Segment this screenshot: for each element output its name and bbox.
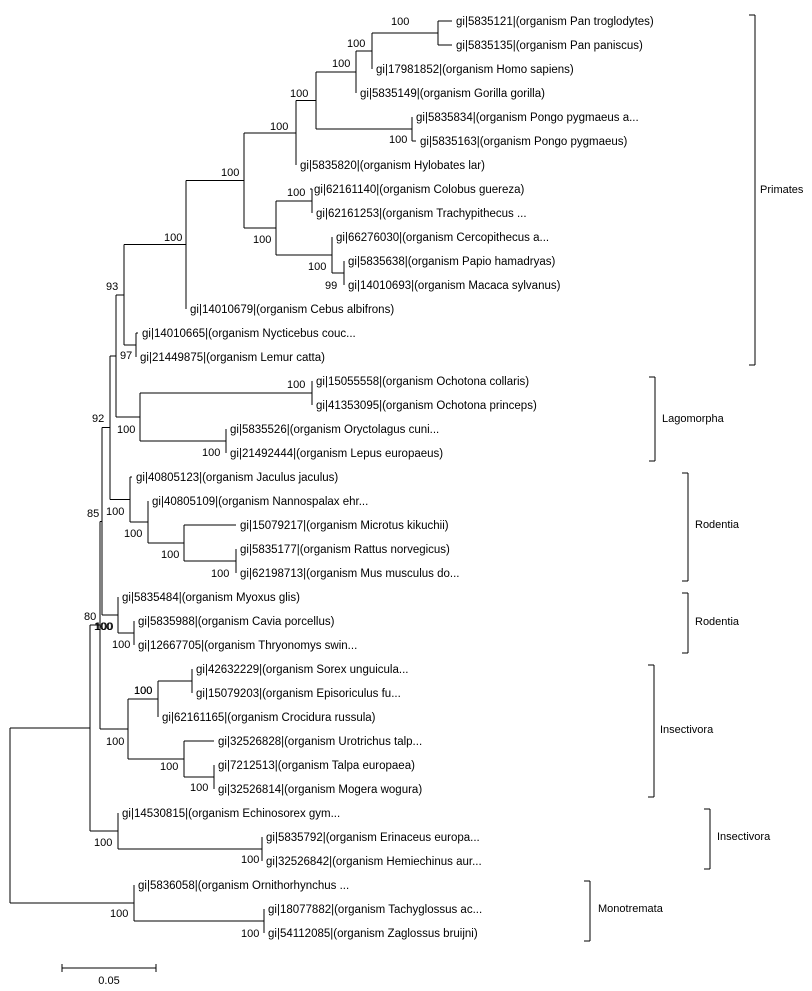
leaf-label: gi|12667705|(organism Thryonomys swin...	[138, 640, 357, 652]
bootstrap-rodentia2: 100	[94, 621, 112, 633]
bootstrap-great_apes: 100	[290, 88, 308, 100]
group-label-primates: Primates	[760, 184, 804, 196]
bootstrap-monotremata: 100	[110, 908, 128, 920]
leaf-label: gi|5835792|(organism Erinaceus europa...	[266, 832, 480, 844]
leaf-label: gi|5835149|(organism Gorilla gorilla)	[360, 88, 545, 100]
leaf-label: gi|32526828|(organism Urotrichus talp...	[218, 736, 422, 748]
bootstrap-murinae: 100	[211, 568, 229, 580]
leaf-label: gi|5835820|(organism Hylobates lar)	[300, 160, 485, 172]
leaf-label: gi|21492444|(organism Lepus europaeus)	[230, 448, 443, 460]
leaf-label: gi|5835988|(organism Cavia porcellus)	[138, 616, 335, 628]
bootstrap-strepsirrhini: 97	[120, 350, 132, 362]
leaf-label: gi|5835834|(organism Pongo pygmaeus a...	[416, 112, 639, 124]
leaf-label: gi|5836058|(organism Ornithorhynchus ...	[138, 880, 349, 892]
scale-bar-label: 0.05	[98, 975, 119, 987]
bootstrap-erinaceidae: 100	[94, 837, 112, 849]
bootstrap-ochotona: 100	[287, 379, 305, 391]
bootstrap-cavia_thryonomys: 100	[112, 639, 130, 651]
bootstrap-hemiechinus_erinaceus: 100	[241, 854, 259, 866]
bootstrap-soricidae_all: 100	[134, 685, 152, 697]
bootstrap-talpidae: 100	[160, 761, 178, 773]
bootstrap-myomorpha: 100	[124, 528, 142, 540]
leaf-label: gi|17981852|(organism Homo sapiens)	[376, 64, 574, 76]
leaf-label: gi|62161165|(organism Crocidura russula)	[162, 712, 376, 724]
bootstrap-primates: 93	[106, 281, 118, 293]
leaf-label: gi|5835121|(organism Pan troglodytes)	[456, 16, 654, 28]
bootstrap-catarrhini: 100	[221, 167, 239, 179]
bootstrap-soricidae: 100	[134, 685, 152, 697]
leaf-label: gi|66276030|(organism Cercopithecus a...	[336, 232, 549, 244]
bootstrap-zaglossus_tachyglossus: 100	[241, 928, 259, 940]
leaf-label: gi|41353095|(organism Ochotona princeps)	[316, 400, 537, 412]
leaf-label: gi|14010693|(organism Macaca sylvanus)	[348, 280, 561, 292]
leaf-label: gi|14010665|(organism Nycticebus couc...	[142, 328, 356, 340]
leaf-label: gi|15079203|(organism Episoriculus fu...	[196, 688, 401, 700]
leaf-label: gi|14010679|(organism Cebus albifrons)	[190, 304, 394, 316]
group-label-rodentia_a: Rodentia	[695, 519, 740, 531]
leaf-label: gi|18077882|(organism Tachyglossus ac...	[268, 904, 482, 916]
bootstrap-papio_macaca: 99	[325, 280, 337, 292]
bootstrap-chimp_bonobo: 100	[391, 16, 409, 28]
leaf-label: gi|32526842|(organism Hemiechinus aur...	[266, 856, 482, 868]
leaf-label: gi|42632229|(organism Sorex unguicula...	[196, 664, 408, 676]
leaf-label: gi|5835484|(organism Myoxus glis)	[122, 592, 300, 604]
bootstrap-rodent_clade: 85	[87, 508, 99, 520]
group-label-lagomorpha: Lagomorpha	[662, 413, 725, 425]
leaf-label: gi|5835177|(organism Rattus norvegicus)	[240, 544, 450, 556]
leaf-label: gi|62198713|(organism Mus musculus do...	[240, 568, 459, 580]
leaf-label: gi|62161140|(organism Colobus guereza)	[314, 184, 525, 196]
leaf-label: gi|14530815|(organism Echinosorex gym...	[122, 808, 340, 820]
leaf-label: gi|15079217|(organism Microtus kikuchii)	[240, 520, 449, 532]
bootstrap-glires: 92	[92, 413, 104, 425]
bootstrap-homininae: 100	[347, 38, 365, 50]
bootstrap-pongo: 100	[389, 134, 407, 146]
bootstrap-insectivora_group: 100	[95, 621, 113, 633]
bootstrap-anthropoidea: 100	[164, 232, 182, 244]
leaf-label: gi|21449875|(organism Lemur catta)	[140, 352, 325, 364]
bootstrap-eutheria: 80	[84, 611, 96, 623]
group-label-monotremata: Monotremata	[598, 903, 664, 915]
bootstrap-hominoidea: 100	[270, 121, 288, 133]
leaf-label: gi|15055558|(organism Ochotona collaris)	[316, 376, 529, 388]
group-label-rodentia_b: Rodentia	[695, 616, 740, 628]
bootstrap-colobinae: 100	[287, 187, 305, 199]
bootstrap-muroidea: 100	[161, 549, 179, 561]
bootstrap-talpa_mogera: 100	[190, 782, 208, 794]
leaf-label: gi|5835638|(organism Papio hamadryas)	[348, 256, 556, 268]
bootstrap-leporidae: 100	[202, 447, 220, 459]
bootstrap-cercopithecinae: 100	[308, 261, 326, 273]
leaf-label: gi|5835526|(organism Oryctolagus cuni...	[230, 424, 439, 436]
group-label-insectivora_b: Insectivora	[717, 831, 771, 843]
leaf-label: gi|54112085|(organism Zaglossus bruijni)	[268, 928, 478, 940]
leaf-label: gi|62161253|(organism Trachypithecus ...	[316, 208, 527, 220]
leaf-label: gi|32526814|(organism Mogera wogura)	[218, 784, 422, 796]
group-label-insectivora_a: Insectivora	[660, 724, 714, 736]
bootstrap-lagomorpha: 100	[117, 424, 135, 436]
leaf-label: gi|7212513|(organism Talpa europaea)	[218, 760, 415, 772]
leaf-label: gi|5835163|(organism Pongo pygmaeus)	[420, 136, 628, 148]
leaf-label: gi|40805123|(organism Jaculus jaculus)	[136, 472, 338, 484]
leaf-label: gi|5835135|(organism Pan paniscus)	[456, 40, 643, 52]
leaf-label: gi|40805109|(organism Nannospalax ehr...	[152, 496, 368, 508]
bootstrap-insectivora1: 100	[106, 736, 124, 748]
bootstrap-cercopithecidae: 100	[253, 234, 271, 246]
bootstrap-hominidae_core: 100	[332, 58, 350, 70]
bootstrap-rodentia1: 100	[106, 506, 124, 518]
